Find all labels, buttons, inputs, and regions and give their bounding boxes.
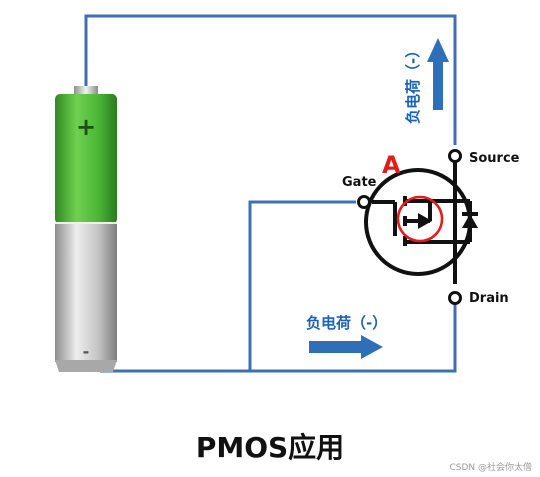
vertical-charge-label: 负电荷（-）: [404, 43, 422, 124]
pmos-symbol: [364, 160, 478, 284]
drain-label: Drain: [469, 291, 509, 306]
channel-arrow: [418, 213, 432, 229]
bottom-wire: [100, 300, 457, 373]
gate-terminal: [357, 195, 371, 209]
source-label: Source: [469, 151, 520, 166]
source-terminal: [448, 149, 462, 163]
horizontal-charge-label: 负电荷（-）: [306, 314, 388, 332]
node-a-highlight: [396, 195, 444, 243]
battery-minus-sign: -: [83, 342, 90, 361]
page-title: PMOS应用: [195, 431, 345, 464]
gate-wire: [248, 200, 356, 371]
battery: + -: [55, 86, 117, 372]
diode-triangle: [462, 214, 478, 228]
circuit-wires: [84, 14, 457, 373]
vertical-current-arrow: [427, 38, 449, 110]
watermark-text: CSDN @社会你太僧: [449, 463, 532, 473]
horizontal-current-arrow: [309, 335, 383, 359]
node-a-label: A: [382, 151, 401, 179]
battery-plus-sign: +: [76, 113, 96, 141]
drain-terminal: [448, 291, 462, 305]
gate-label: Gate: [342, 175, 377, 190]
top-wire: [84, 14, 457, 145]
